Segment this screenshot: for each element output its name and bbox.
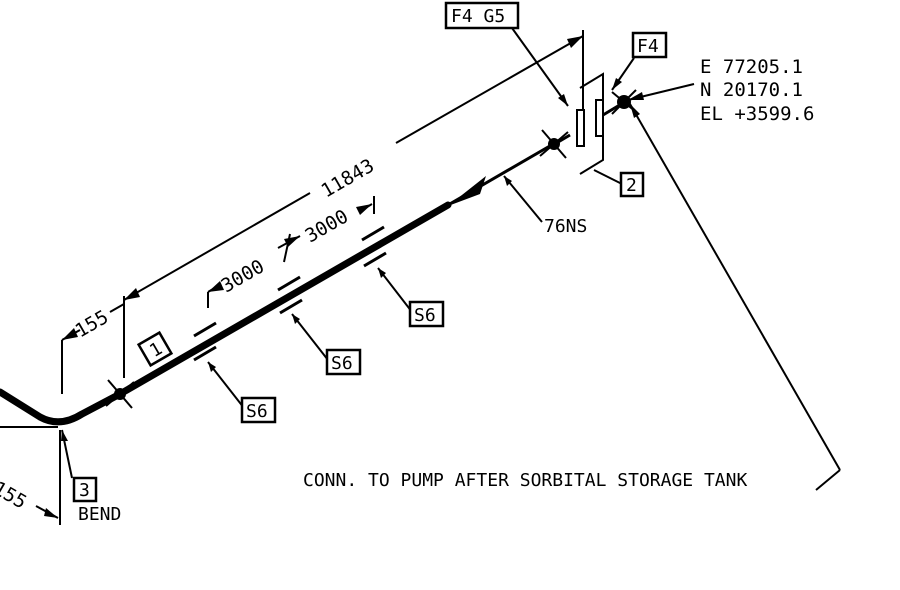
pipe-run <box>0 133 571 426</box>
flag-f4-label: F4 <box>637 36 659 57</box>
weld-marker-left <box>105 379 135 409</box>
support-label-3: S6 <box>414 305 436 326</box>
coordinates-block: E 77205.1 N 20170.1 EL +3599.6 <box>627 56 814 125</box>
dimension-bend-offset: 155 <box>0 477 59 519</box>
dimension-start-offset: 155 <box>61 303 125 394</box>
connection-note: CONN. TO PUMP AFTER SORBITAL STORAGE TAN… <box>303 103 841 491</box>
marker-2-label: 2 <box>626 175 637 196</box>
flange-assembly <box>576 72 637 175</box>
flag-f4-g5-label: F4 G5 <box>451 6 505 27</box>
connection-note-text: CONN. TO PUMP AFTER SORBITAL STORAGE TAN… <box>303 470 747 491</box>
pipe-bend-segment <box>0 388 124 426</box>
support-callout-3: S6 <box>377 267 445 328</box>
support-ticks <box>193 225 387 362</box>
dimension-segments: 3000 3000 <box>207 196 375 308</box>
coordinate-east: E 77205.1 <box>700 56 803 78</box>
dimension-bend-offset-label: 155 <box>0 477 30 513</box>
weld-marker-right <box>539 129 569 159</box>
flange-plate-right <box>595 99 604 137</box>
dimension-overall-label: 11843 <box>318 155 379 203</box>
support-callout-2: S6 <box>291 313 362 376</box>
bend-label: BEND <box>78 504 121 525</box>
marker-1: 1 <box>136 330 174 368</box>
flow-arrow-icon <box>448 176 486 206</box>
marker-3-label: 3 <box>79 480 90 501</box>
coordinate-north: N 20170.1 <box>700 79 803 101</box>
support-label-1: S6 <box>246 401 268 422</box>
pipe-spec-callout: 76NS <box>503 175 587 237</box>
support-callout-1: S6 <box>207 361 277 424</box>
flange-plate-left <box>576 109 585 147</box>
dimension-segment-a-label: 3000 <box>218 255 269 297</box>
pipe-main-segment <box>116 201 452 398</box>
marker-3: 3 BEND <box>59 429 121 525</box>
dimension-overall: 11843 <box>123 30 584 378</box>
marker-2: 2 <box>593 169 645 198</box>
coordinate-elevation: EL +3599.6 <box>700 103 814 125</box>
flag-f4: F4 <box>611 31 668 91</box>
flag-f4-g5: F4 G5 <box>444 1 569 107</box>
pipe-spec-label: 76NS <box>544 216 587 237</box>
dimension-segment-b-label: 3000 <box>302 205 353 247</box>
support-label-2: S6 <box>331 353 353 374</box>
